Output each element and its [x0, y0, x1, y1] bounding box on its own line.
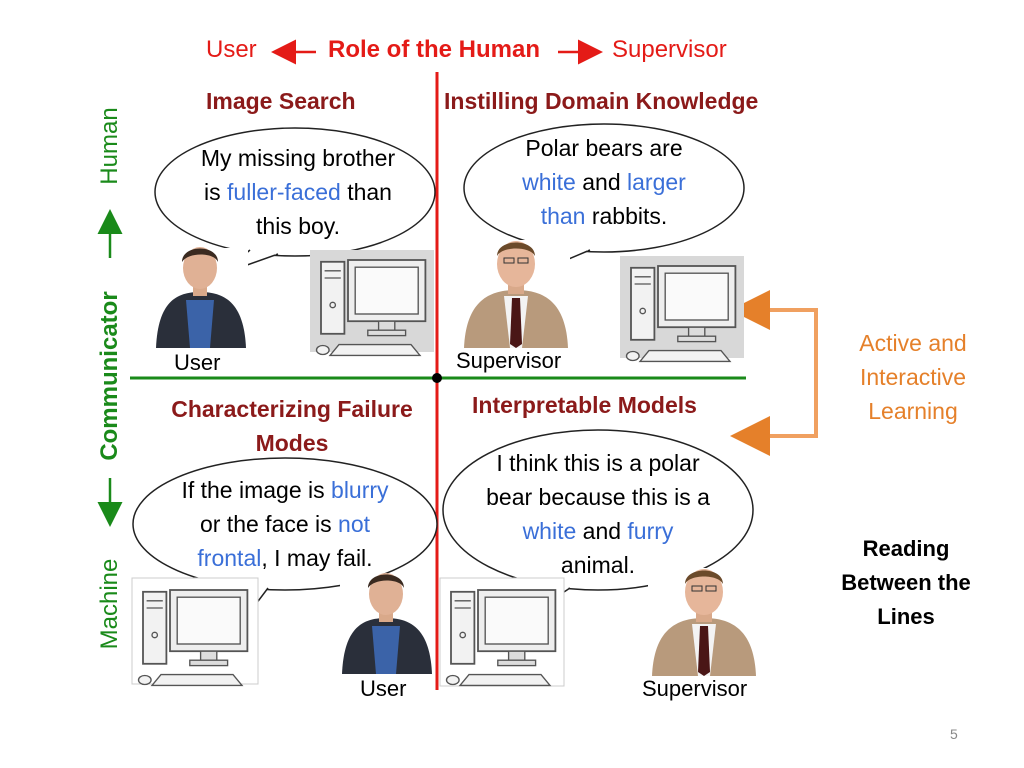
bubble-highlight: white — [522, 518, 577, 544]
bubble-line: frontal, I may fail. — [150, 541, 420, 575]
bubble-line: My missing brother — [200, 145, 396, 171]
caption-supervisor: Supervisor — [642, 676, 748, 701]
axis-label-machine: Machine — [96, 558, 123, 650]
reading-line: Lines — [877, 604, 935, 629]
bubble-text-bottom-right: I think this is a polar bear because thi… — [458, 446, 738, 582]
reading-line: Reading — [862, 536, 950, 561]
header-supervisor-label: Supervisor — [612, 36, 727, 63]
bubble-span: If the image is — [181, 477, 332, 503]
header-user-label: User — [206, 36, 257, 63]
bubble-line: If the image is blurry — [150, 473, 420, 507]
quadrant-title-image-search: Image Search — [206, 88, 356, 114]
bubble-highlight: frontal — [197, 545, 262, 571]
bubble-line: bear because this is a — [486, 484, 710, 510]
user-person-icon — [340, 573, 434, 674]
bubble-line: I think this is a polar — [496, 450, 700, 476]
bubble-line: is fuller-faced than — [170, 175, 426, 209]
page-number: 5 — [950, 726, 958, 742]
bubble-highlight: than — [540, 203, 586, 229]
bubble-span: or the face is — [199, 511, 339, 537]
orange-bracket — [746, 308, 818, 438]
bubble-span: is — [204, 179, 228, 205]
bubble-text-bottom-left: If the image is blurry or the face is no… — [150, 473, 420, 575]
note-line: Learning — [868, 398, 958, 424]
axis-label-human: Human — [96, 107, 123, 185]
bubble-highlight: not — [338, 511, 371, 537]
caption-user: User — [174, 350, 221, 375]
bubble-top-left — [154, 127, 436, 275]
bubble-line: animal. — [560, 552, 636, 578]
bubble-highlight: white — [522, 169, 576, 195]
note-line: Active and — [859, 330, 967, 356]
bubble-span: than — [340, 179, 392, 205]
reading-line: Between the — [841, 570, 971, 595]
caption-supervisor: Supervisor — [456, 348, 562, 373]
computer-icon — [439, 577, 565, 687]
reading-between-lines: Reading Between the Lines — [820, 532, 992, 634]
bubble-line: white and larger — [486, 165, 722, 199]
quadrant-title-domain-knowledge: Instilling Domain Knowledge — [444, 88, 759, 114]
bubble-text-top-left: My missing brother is fuller-faced than … — [170, 141, 426, 243]
computer-icon — [131, 577, 259, 687]
computer-icon — [310, 250, 434, 357]
bubble-line: Polar bears are — [525, 135, 683, 161]
bubble-span: and — [576, 518, 628, 544]
supervisor-person-icon — [648, 568, 760, 676]
bubble-highlight: blurry — [331, 477, 389, 503]
bubble-span: rabbits. — [585, 203, 668, 229]
active-learning-note: Active and Interactive Learning — [838, 326, 988, 428]
bubble-line: or the face is not — [150, 507, 420, 541]
bubble-line: white and furry — [458, 514, 738, 548]
user-person-icon — [154, 247, 248, 348]
bubble-highlight: fuller-faced — [227, 179, 341, 205]
bubble-line: than rabbits. — [486, 199, 722, 233]
quadrant-title-failure-modes: Characterizing Failure Modes — [150, 392, 434, 460]
bubble-highlight: larger — [627, 169, 686, 195]
bubble-highlight: furry — [627, 518, 674, 544]
note-line: Interactive — [859, 364, 967, 390]
bubble-span: , I may fail. — [261, 545, 373, 571]
computer-icon — [620, 256, 744, 363]
quadrant-title-line: Modes — [255, 430, 329, 456]
header-title: Role of the Human — [328, 36, 541, 63]
bubble-span: and — [575, 169, 628, 195]
quadrant-title-line: Characterizing Failure — [171, 396, 413, 422]
quadrant-title-interpretable: Interpretable Models — [472, 392, 697, 418]
caption-user: User — [360, 676, 407, 701]
origin-dot — [432, 373, 442, 383]
bubble-text-top-right: Polar bears are white and larger than ra… — [486, 131, 722, 233]
supervisor-person-icon — [462, 240, 570, 348]
bubble-line: this boy. — [256, 213, 340, 239]
axis-label-communicator: Communicator — [96, 291, 123, 461]
